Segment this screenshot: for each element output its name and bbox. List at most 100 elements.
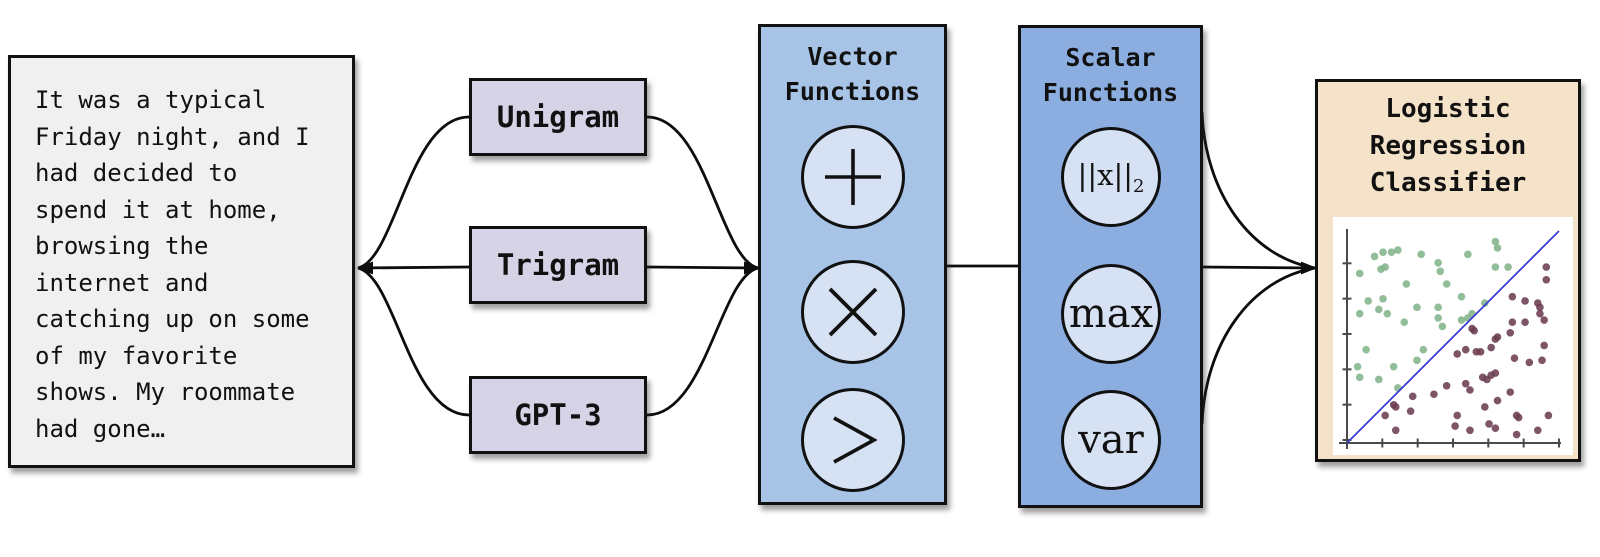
edge-unigram-vector — [646, 115, 759, 270]
data-point-class-maroon — [1521, 318, 1529, 326]
edge-input-unigram — [357, 115, 470, 270]
data-point-class-green — [1434, 303, 1442, 312]
arrowhead-left-icon — [357, 261, 373, 275]
data-point-class-maroon — [1391, 426, 1400, 435]
data-point-class-maroon — [1542, 275, 1551, 284]
data-point-class-green — [1375, 375, 1383, 384]
data-point-class-green — [1442, 280, 1451, 288]
data-point-class-maroon — [1487, 343, 1495, 352]
data-point-class-green — [1413, 356, 1421, 365]
arrowhead-vector-icon — [744, 261, 760, 275]
data-point-class-green — [1419, 345, 1428, 354]
data-point-class-green — [1481, 299, 1489, 307]
data-point-class-green — [1381, 263, 1389, 271]
data-point-class-green — [1491, 263, 1500, 271]
data-point-class-green — [1457, 316, 1466, 324]
data-point-class-green — [1362, 345, 1370, 354]
scalar-op-max: max — [1061, 264, 1161, 364]
data-point-class-maroon — [1481, 403, 1489, 411]
scalar-functions-title: Scalar Functions — [1042, 43, 1179, 107]
vector-functions-title: Vector Functions — [784, 42, 921, 106]
data-point-class-maroon — [1506, 388, 1515, 396]
edge-gpt3-vector — [646, 266, 759, 417]
l2-norm-label: ||x||2 — [1077, 157, 1145, 197]
data-point-class-maroon — [1406, 407, 1415, 415]
data-point-class-maroon — [1453, 350, 1462, 358]
scalar-op-var: var — [1061, 390, 1161, 490]
input-text: It was a typical Friday night, and I had… — [35, 86, 310, 443]
data-point-class-maroon — [1451, 422, 1459, 430]
data-point-class-maroon — [1430, 390, 1438, 399]
vector-op-greater-than — [801, 388, 905, 492]
data-point-class-maroon — [1476, 348, 1485, 356]
arrowhead-classifier-icon — [1301, 261, 1317, 275]
data-point-class-green — [1355, 373, 1364, 382]
data-point-class-green — [1379, 248, 1387, 256]
max-label: max — [1068, 291, 1154, 337]
edge-scalar-classifier-bottom — [1200, 266, 1316, 425]
data-point-class-maroon — [1540, 316, 1548, 324]
scatter-plot — [1333, 217, 1573, 455]
data-point-class-maroon — [1538, 356, 1546, 365]
vector-op-multiply — [801, 260, 905, 364]
data-point-class-maroon — [1514, 413, 1523, 422]
node-gpt3-label: GPT-3 — [514, 398, 602, 432]
cross-icon — [828, 287, 878, 337]
node-gpt3: GPT-3 — [469, 376, 647, 454]
data-point-class-green — [1400, 318, 1409, 326]
data-point-class-maroon — [1485, 420, 1493, 428]
data-point-class-maroon — [1391, 403, 1400, 411]
data-point-class-green — [1464, 250, 1472, 259]
data-point-class-green — [1383, 309, 1392, 318]
data-point-class-maroon — [1512, 430, 1521, 439]
data-point-class-green — [1417, 250, 1425, 259]
data-point-class-maroon — [1508, 292, 1517, 301]
data-point-class-maroon — [1461, 345, 1470, 354]
data-point-class-maroon — [1534, 426, 1542, 435]
data-point-class-maroon — [1381, 411, 1389, 420]
node-scalar-functions: Scalar Functions ||x||2 max var — [1018, 25, 1203, 508]
data-point-class-green — [1375, 305, 1383, 314]
data-point-class-green — [1370, 252, 1379, 261]
data-point-class-green — [1493, 244, 1502, 252]
data-point-class-maroon — [1540, 341, 1548, 350]
data-point-class-maroon — [1536, 309, 1544, 318]
data-point-class-maroon — [1510, 354, 1519, 362]
scalar-op-l2-norm: ||x||2 — [1061, 127, 1161, 227]
data-point-class-maroon — [1470, 326, 1478, 335]
var-label: var — [1078, 417, 1144, 463]
input-text-box: It was a typical Friday night, and I had… — [8, 55, 355, 468]
edge-input-trigram — [357, 265, 470, 270]
data-point-class-maroon — [1544, 411, 1553, 420]
data-point-class-maroon — [1491, 335, 1500, 343]
data-point-class-green — [1436, 267, 1445, 276]
data-point-class-maroon — [1508, 318, 1517, 326]
data-point-class-maroon — [1525, 358, 1534, 367]
data-point-class-green — [1389, 362, 1398, 371]
edge-scalar-classifier-mid — [1201, 265, 1316, 270]
data-point-class-green — [1355, 309, 1364, 318]
node-vector-functions: Vector Functions — [758, 24, 947, 505]
data-point-class-maroon — [1466, 426, 1474, 435]
node-unigram-label: Unigram — [496, 100, 620, 134]
data-point-class-maroon — [1542, 263, 1551, 271]
data-point-class-green — [1394, 246, 1402, 254]
data-point-class-maroon — [1521, 297, 1529, 305]
node-trigram: Trigram — [469, 226, 647, 304]
data-point-class-maroon — [1491, 369, 1500, 377]
data-point-class-maroon — [1442, 381, 1451, 390]
vector-op-add — [801, 125, 905, 229]
greater-than-icon — [833, 416, 878, 464]
data-point-class-green — [1402, 280, 1411, 288]
data-point-class-maroon — [1493, 396, 1502, 405]
data-point-class-green — [1353, 362, 1362, 371]
data-point-class-maroon — [1453, 411, 1462, 420]
classifier-title: Logistic Regression Classifier — [1369, 94, 1527, 198]
data-point-class-maroon — [1536, 303, 1544, 312]
node-logistic-regression-classifier: Logistic Regression Classifier — [1315, 79, 1581, 462]
data-point-class-green — [1434, 259, 1442, 267]
data-point-class-maroon — [1461, 379, 1470, 388]
data-point-class-green — [1413, 303, 1421, 312]
